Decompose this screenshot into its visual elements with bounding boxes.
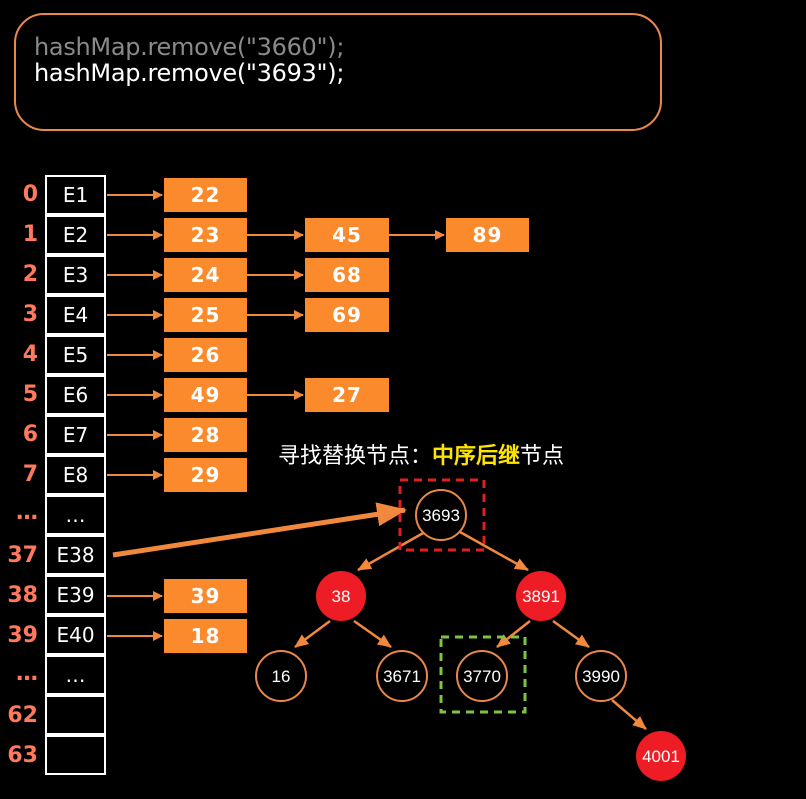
tree-node-lr-label: 3671 xyxy=(383,667,421,686)
table-cell: … xyxy=(45,495,106,535)
tree-node-rr-label: 3990 xyxy=(582,667,620,686)
table-cell: E39 xyxy=(45,575,106,615)
successor-highlight-box xyxy=(439,635,527,714)
table-cell: … xyxy=(45,655,106,695)
table-index: 3 xyxy=(22,302,38,327)
table-index: 5 xyxy=(22,382,38,407)
tree-node-left-label: 38 xyxy=(332,587,351,606)
table-index: 2 xyxy=(22,262,38,287)
tree-edge xyxy=(357,530,426,572)
tree-node-root-label: 3693 xyxy=(422,506,460,525)
table-index: … xyxy=(16,661,38,686)
tree-node-left: 38 xyxy=(316,571,366,621)
chain-node: 22 xyxy=(164,178,247,212)
table-cell: E7 xyxy=(45,415,106,455)
root-highlight-box xyxy=(398,478,486,552)
table-index: 63 xyxy=(7,743,38,768)
tree-edge xyxy=(552,619,590,649)
table-index: 6 xyxy=(22,422,38,447)
tree-node-ll: 16 xyxy=(255,650,307,702)
table-cell: E40 xyxy=(45,615,106,655)
tree-node-rl: 3770 xyxy=(456,650,508,702)
tree-title-suffix: 节点 xyxy=(520,444,565,469)
table-index: 1 xyxy=(22,222,38,247)
table-cell: E2 xyxy=(45,215,106,255)
chain-node: 18 xyxy=(164,619,247,653)
chain-node: 27 xyxy=(305,378,389,412)
tree-node-rl-label: 3770 xyxy=(463,667,501,686)
tree-node-ll-label: 16 xyxy=(272,667,291,686)
tree-node-right: 3891 xyxy=(516,571,566,621)
chain-node: 28 xyxy=(164,418,247,452)
tree-title-highlight: 中序后继 xyxy=(432,444,521,469)
tree-edge xyxy=(611,699,647,730)
table-cell xyxy=(45,695,106,735)
code-box xyxy=(14,13,662,131)
tree-node-right-label: 3891 xyxy=(522,587,560,606)
chain-node: 26 xyxy=(164,338,247,372)
chain-node: 68 xyxy=(305,258,389,292)
chain-node: 29 xyxy=(164,458,247,492)
table-cell: E4 xyxy=(45,295,106,335)
table-cell: E8 xyxy=(45,455,106,495)
table-index: 0 xyxy=(22,182,38,207)
chain-node: 24 xyxy=(164,258,247,292)
chain-node: 89 xyxy=(446,218,529,252)
code-line-1: hashMap.remove("3660"); xyxy=(34,33,345,61)
table-cell xyxy=(45,735,106,775)
table-cell: E5 xyxy=(45,335,106,375)
tree-title: 寻找替换节点：中序后继节点 xyxy=(278,438,564,470)
table-index: 4 xyxy=(22,342,38,367)
tree-edge xyxy=(496,620,531,648)
chain-node: 69 xyxy=(305,298,389,332)
tree-pointer-arrow xyxy=(112,502,407,558)
tree-node-lr: 3671 xyxy=(376,650,428,702)
tree-node-rrr: 4001 xyxy=(636,731,686,781)
tree-edge xyxy=(294,619,331,649)
table-index: 39 xyxy=(7,623,38,648)
tree-edge xyxy=(459,530,529,572)
tree-edge xyxy=(353,619,392,649)
chain-node: 23 xyxy=(164,218,247,252)
table-index: 7 xyxy=(22,462,38,487)
chain-node: 45 xyxy=(305,218,389,252)
tree-node-root: 3693 xyxy=(415,489,467,541)
table-cell: E38 xyxy=(45,535,106,575)
tree-node-rrr-label: 4001 xyxy=(642,747,680,766)
chain-node: 25 xyxy=(164,298,247,332)
table-cell: E3 xyxy=(45,255,106,295)
table-index: 37 xyxy=(7,543,38,568)
tree-title-prefix: 寻找替换节点： xyxy=(278,444,433,469)
tree-node-rr: 3990 xyxy=(575,650,627,702)
table-index: … xyxy=(16,500,38,525)
table-index: 38 xyxy=(7,583,38,608)
table-index: 62 xyxy=(7,703,38,728)
table-cell: E6 xyxy=(45,375,106,415)
chain-node: 49 xyxy=(164,378,247,412)
table-cell: E1 xyxy=(45,175,106,215)
code-line-2: hashMap.remove("3693"); xyxy=(34,59,345,87)
chain-node: 39 xyxy=(164,579,247,613)
